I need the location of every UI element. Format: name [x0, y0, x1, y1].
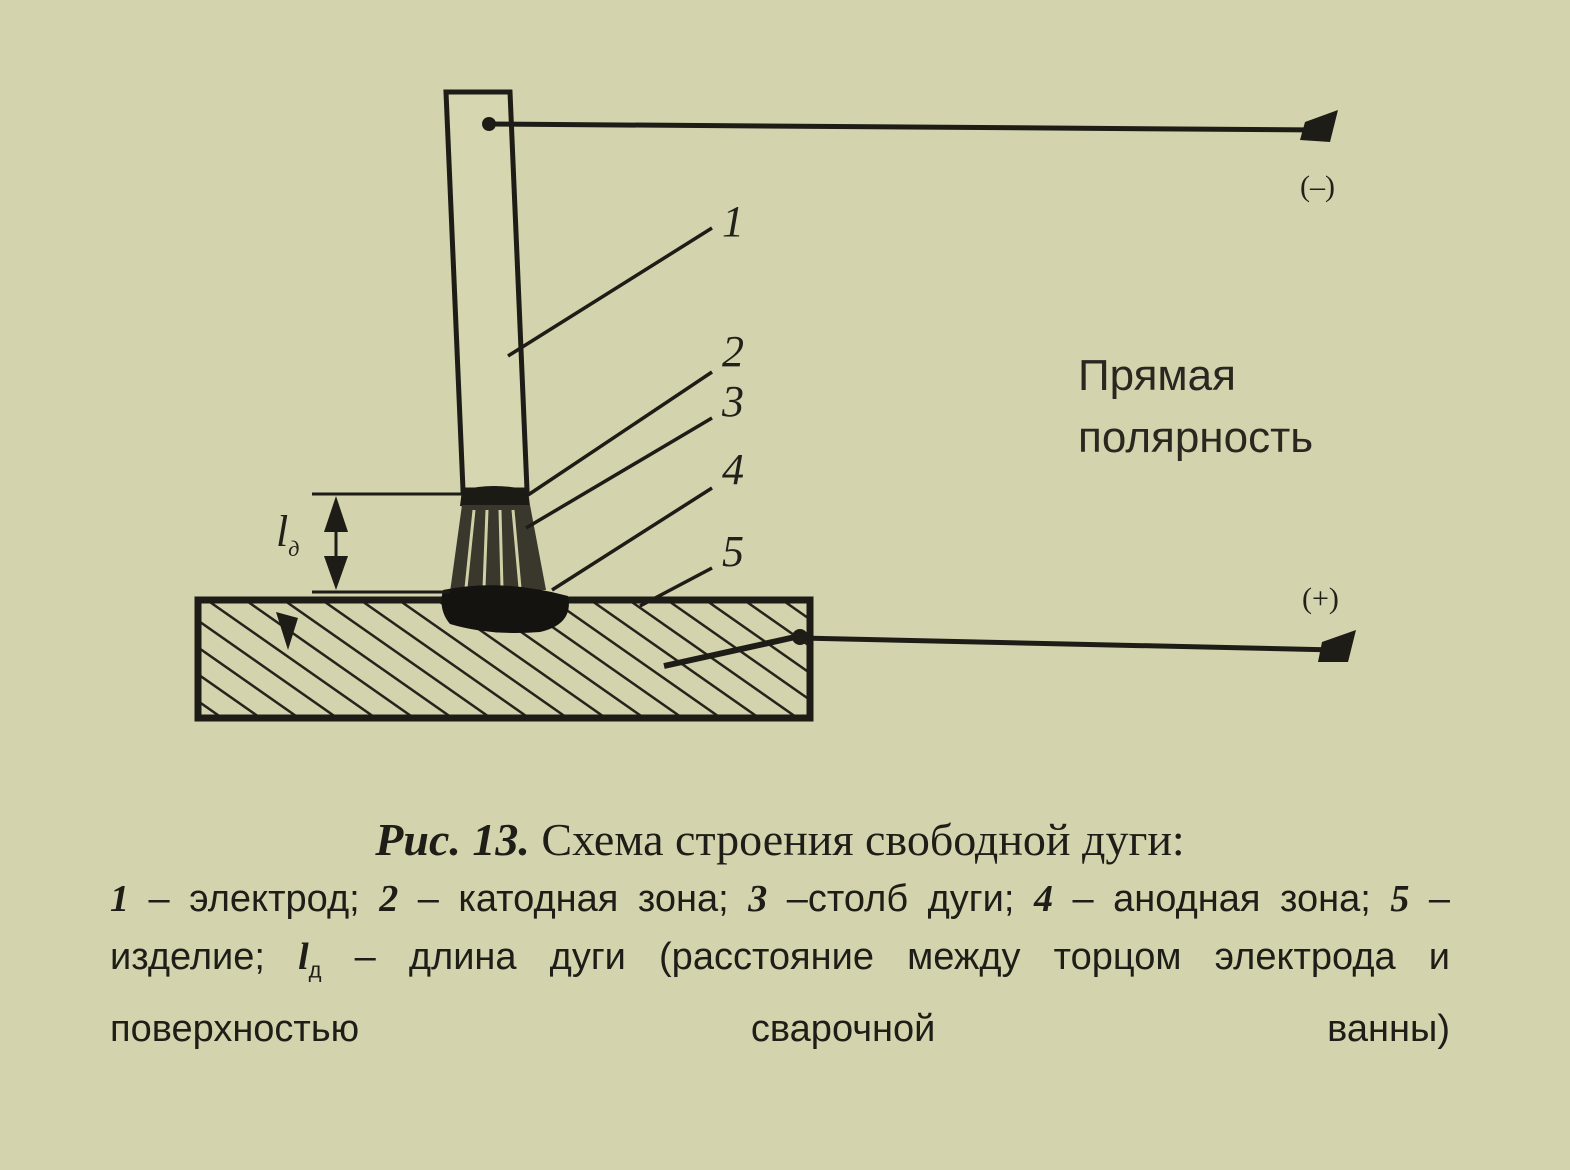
- polarity-line-1: Прямая: [1078, 351, 1236, 400]
- label-4: 4: [722, 445, 744, 494]
- minus-label: (–): [1300, 170, 1335, 203]
- workpiece-clamp: [276, 612, 298, 650]
- label-2: 2: [722, 327, 744, 376]
- electrode: [443, 89, 530, 493]
- anode-wire-node: [792, 629, 808, 645]
- arc-column: [450, 505, 546, 592]
- figure-caption: Рис. 13. Схема строения свободной дуги: …: [110, 810, 1450, 1058]
- caption-legend: 1 – электрод; 2 – катодная зона; 3 –стол…: [110, 878, 1450, 1050]
- cathode-zone: [460, 486, 530, 509]
- plus-label: (+): [1302, 582, 1339, 615]
- anode-zone: [441, 585, 569, 633]
- leader-5: [639, 566, 713, 608]
- cathode-wire: [487, 121, 1323, 133]
- leader-1: [507, 226, 713, 358]
- leader-2: [527, 370, 713, 497]
- anode-wire: [799, 635, 1337, 653]
- label-1: 1: [722, 197, 744, 246]
- arc-length-label: lд: [276, 507, 299, 561]
- caption-title: Рис. 13. Схема строения свободной дуги:: [110, 810, 1450, 870]
- polarity-line-2: полярность: [1078, 413, 1313, 462]
- leader-3: [525, 416, 713, 530]
- arc-column-streaks: [464, 509, 522, 589]
- label-5: 5: [722, 527, 744, 576]
- anode-wire-inner: [663, 633, 801, 669]
- cathode-wire-node: [482, 117, 496, 131]
- leader-4: [551, 486, 713, 592]
- minus-terminal: [1300, 110, 1338, 142]
- dim-arrow-up: [324, 496, 348, 532]
- dim-arrow-down: [324, 556, 348, 590]
- figure-number: Рис. 13.: [375, 814, 530, 865]
- label-3: 3: [721, 377, 744, 426]
- plus-terminal: [1318, 630, 1356, 662]
- caption-title-text: Схема строения свободной дуги:: [541, 814, 1185, 865]
